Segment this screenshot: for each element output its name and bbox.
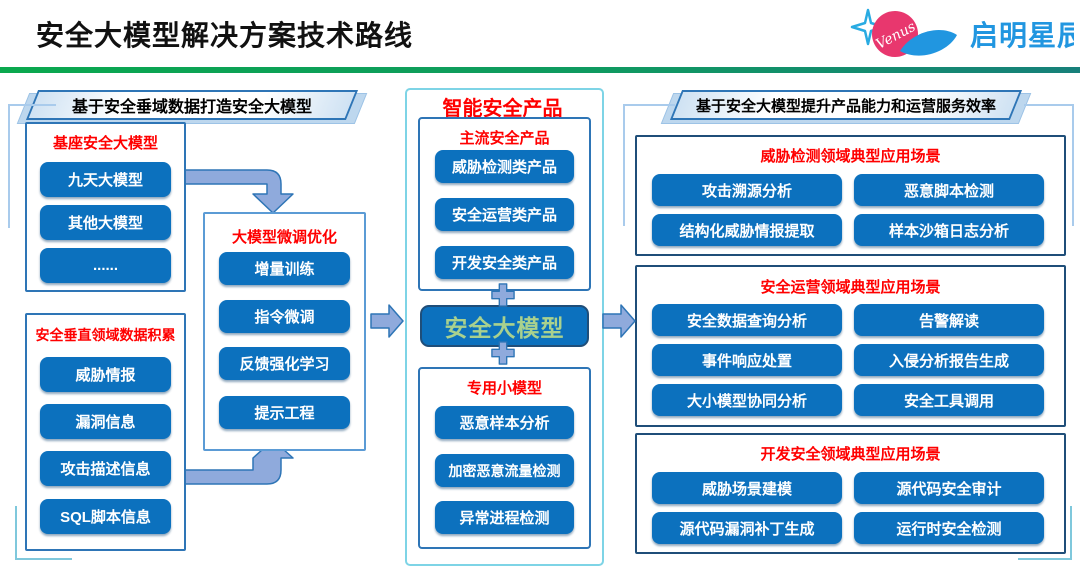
elbow-arrow-up-icon xyxy=(181,440,294,485)
base-model-item: 其他大模型 xyxy=(40,205,171,240)
scenario-item: 运行时安全检测 xyxy=(854,512,1044,544)
product-item: 安全运营类产品 xyxy=(435,198,574,231)
page-title: 安全大模型解决方案技术路线 xyxy=(36,20,414,51)
scenario-item: 安全工具调用 xyxy=(854,384,1044,416)
base-models-title: 基座安全大模型 xyxy=(52,135,158,152)
scenario-item: 样本沙箱日志分析 xyxy=(854,214,1044,246)
security-operations-title: 安全运营领域典型应用场景 xyxy=(760,279,941,296)
security-operations-section: 安全运营领域典型应用场景 安全数据查询分析 告警解读 事件响应处置 入侵分析报告… xyxy=(635,265,1066,427)
product-item: 开发安全类产品 xyxy=(435,246,574,279)
scenario-item: 入侵分析报告生成 xyxy=(854,344,1044,376)
scenario-item: 安全数据查询分析 xyxy=(652,304,842,336)
base-models-box: 基座安全大模型 九天大模型 其他大模型 ...... xyxy=(25,122,186,292)
elbow-arrow-down-icon xyxy=(181,169,294,214)
small-models-box: 专用小模型 恶意样本分析 加密恶意流量检测 异常进程检测 xyxy=(418,367,591,549)
swoosh-icon xyxy=(900,30,957,56)
data-item: 威胁情报 xyxy=(40,357,171,392)
right-arrow-icon xyxy=(602,304,636,338)
dev-security-title: 开发安全领域典型应用场景 xyxy=(760,446,941,463)
plus-icon xyxy=(491,341,515,365)
middle-panel-title: 智能安全产品 xyxy=(442,98,563,120)
finetune-item: 增量训练 xyxy=(219,252,350,285)
scenario-item: 恶意脚本检测 xyxy=(854,174,1044,206)
scenario-item: 源代码漏洞补丁生成 xyxy=(652,512,842,544)
right-banner-label: 基于安全大模型提升产品能力和运营服务效率 xyxy=(695,97,996,115)
small-models-title: 专用小模型 xyxy=(466,380,542,397)
finetune-item: 提示工程 xyxy=(219,396,350,429)
threat-detection-title: 威胁检测领域典型应用场景 xyxy=(760,148,941,165)
finetune-box: 大模型微调优化 增量训练 指令微调 反馈强化学习 提示工程 xyxy=(203,212,366,451)
product-item: 威胁检测类产品 xyxy=(435,150,574,183)
plus-icon xyxy=(491,283,515,307)
mainstream-products-box: 主流安全产品 威胁检测类产品 安全运营类产品 开发安全类产品 xyxy=(418,117,591,291)
corner-bracket xyxy=(1018,506,1072,560)
small-model-item: 异常进程检测 xyxy=(435,501,574,534)
corner-bracket xyxy=(8,104,56,228)
finetune-item: 反馈强化学习 xyxy=(219,347,350,380)
corner-bracket xyxy=(1024,104,1074,226)
base-model-item: 九天大模型 xyxy=(40,162,171,197)
data-item: 漏洞信息 xyxy=(40,404,171,439)
logo-company-text: 启明星辰 xyxy=(970,20,1074,51)
corner-bracket xyxy=(623,104,675,226)
scenario-item: 结构化威胁情报提取 xyxy=(652,214,842,246)
venustech-logo-icon: Venus 启明星辰 xyxy=(850,8,1074,57)
finetune-title: 大模型微调优化 xyxy=(231,229,337,246)
header-divider xyxy=(0,67,1080,73)
scenario-item: 源代码安全审计 xyxy=(854,472,1044,504)
scenario-item: 事件响应处置 xyxy=(652,344,842,376)
data-accumulation-title: 安全垂直领域数据积累 xyxy=(35,327,176,343)
finetune-item: 指令微调 xyxy=(219,300,350,333)
data-item: 攻击描述信息 xyxy=(40,451,171,486)
scenario-item: 攻击溯源分析 xyxy=(652,174,842,206)
scenario-item: 威胁场景建模 xyxy=(652,472,842,504)
corner-bracket xyxy=(15,506,72,560)
left-panel-banner: 基于安全垂域数据打造安全大模型 xyxy=(16,90,368,124)
dev-security-section: 开发安全领域典型应用场景 威胁场景建模 源代码安全审计 源代码漏洞补丁生成 运行… xyxy=(635,433,1066,554)
small-model-item: 加密恶意流量检测 xyxy=(435,454,574,487)
scenario-item: 大小模型协同分析 xyxy=(652,384,842,416)
threat-detection-section: 威胁检测领域典型应用场景 攻击溯源分析 恶意脚本检测 结构化威胁情报提取 样本沙… xyxy=(635,135,1066,256)
left-banner-label: 基于安全垂域数据打造安全大模型 xyxy=(71,99,312,116)
right-arrow-icon xyxy=(370,304,404,338)
scenario-item: 告警解读 xyxy=(854,304,1044,336)
right-panel-banner: 基于安全大模型提升产品能力和运营服务效率 xyxy=(660,90,1032,124)
small-model-item: 恶意样本分析 xyxy=(435,406,574,439)
data-accumulation-box: 安全垂直领域数据积累 威胁情报 漏洞信息 攻击描述信息 SQL脚本信息 xyxy=(25,313,186,551)
data-item: SQL脚本信息 xyxy=(40,499,171,534)
mainstream-products-title: 主流安全产品 xyxy=(459,130,550,147)
base-model-item: ...... xyxy=(40,248,171,283)
